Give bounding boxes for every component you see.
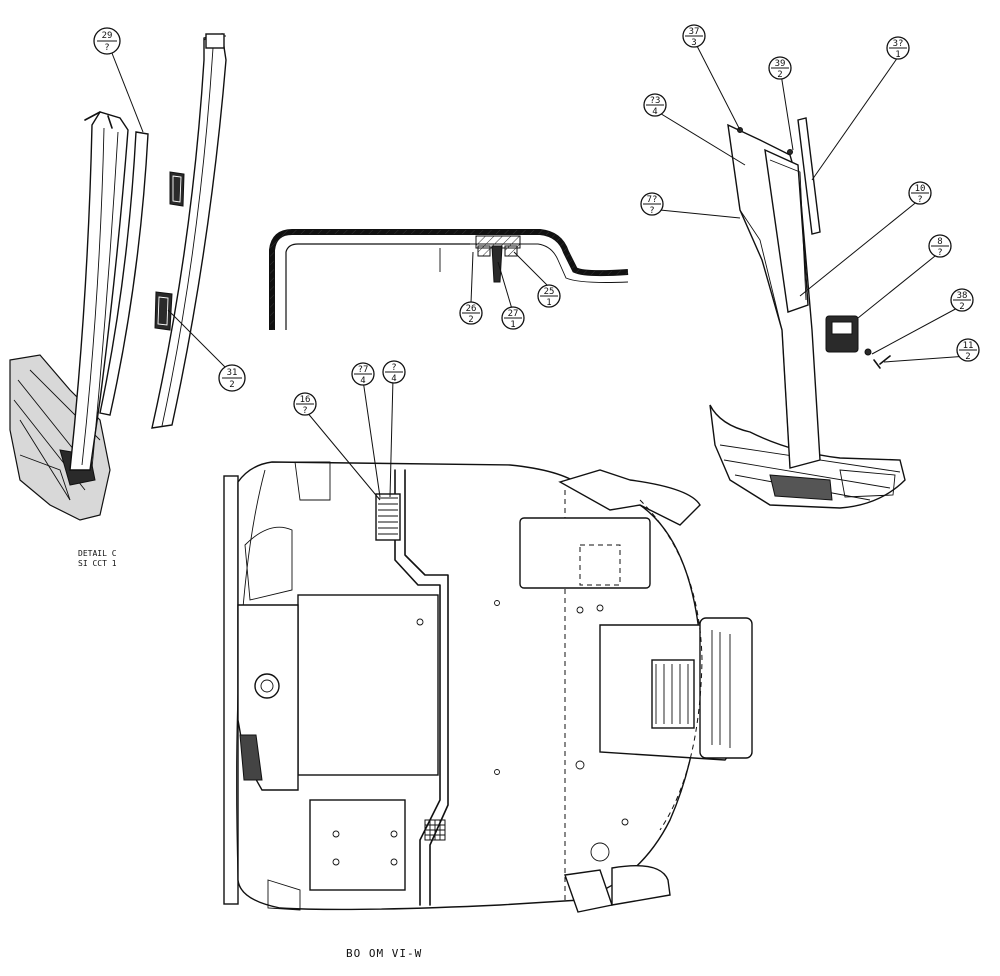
- bottom-view: [223, 461, 753, 913]
- svg-text:10: 10: [915, 184, 926, 194]
- balloon: 16?: [293, 392, 317, 416]
- svg-text:27: 27: [508, 309, 519, 319]
- svg-text:3: 3: [691, 38, 696, 48]
- svg-text:29: 29: [102, 31, 113, 41]
- svg-text:?7: ?7: [358, 365, 369, 375]
- svg-text:?3: ?3: [650, 96, 661, 106]
- balloon: 271: [501, 306, 525, 330]
- balloon: 7??: [640, 192, 664, 216]
- svg-text:?: ?: [391, 363, 396, 373]
- balloon: ?34: [643, 93, 667, 117]
- svg-text:2: 2: [959, 302, 964, 312]
- balloon: 262: [459, 301, 483, 325]
- svg-text:8: 8: [937, 237, 942, 247]
- svg-text:2: 2: [229, 380, 234, 390]
- svg-text:1: 1: [510, 320, 515, 330]
- svg-text:39: 39: [775, 59, 786, 69]
- section-view: [269, 229, 629, 330]
- balloon: 8?: [928, 234, 952, 258]
- svg-text:2: 2: [777, 70, 782, 80]
- svg-text:26: 26: [466, 304, 477, 314]
- balloon: ?4: [382, 360, 406, 384]
- svg-text:25: 25: [544, 287, 555, 297]
- balloon: 312: [218, 364, 246, 392]
- balloon: 373: [682, 24, 706, 48]
- svg-text:2: 2: [468, 315, 473, 325]
- balloon: 29?: [93, 27, 121, 55]
- svg-text:1: 1: [895, 50, 900, 60]
- svg-text:7?: 7?: [647, 195, 658, 205]
- svg-text:?: ?: [649, 206, 654, 216]
- svg-text:4: 4: [391, 374, 396, 384]
- svg-text:?: ?: [917, 195, 922, 205]
- svg-text:?: ?: [104, 43, 109, 53]
- leader-lines: [107, 42, 969, 501]
- svg-text:4: 4: [652, 107, 657, 117]
- balloon: ?74: [351, 362, 375, 386]
- balloon: 251: [537, 284, 561, 308]
- svg-text:38: 38: [957, 291, 968, 301]
- detail-sheet-label: SI CCT 1: [78, 559, 117, 568]
- view-title: BO OM VI-W: [346, 947, 422, 960]
- svg-text:?: ?: [937, 248, 942, 258]
- left-trim-assembly: [9, 33, 227, 521]
- svg-text:4: 4: [360, 376, 365, 386]
- svg-text:3?: 3?: [893, 39, 904, 49]
- svg-text:37: 37: [689, 27, 700, 37]
- svg-text:16: 16: [300, 395, 311, 405]
- detail-label: DETAIL C: [78, 549, 117, 558]
- svg-text:?: ?: [302, 406, 307, 416]
- svg-text:2: 2: [965, 352, 970, 362]
- pillar-assembly: [709, 117, 906, 509]
- balloon: 112: [956, 338, 980, 362]
- svg-text:31: 31: [227, 368, 238, 378]
- balloon: 392: [768, 56, 792, 80]
- balloon: 382: [950, 288, 974, 312]
- balloon: 3?1: [886, 36, 910, 60]
- balloon: 10?: [908, 181, 932, 205]
- svg-text:1: 1: [546, 298, 551, 308]
- svg-text:11: 11: [963, 341, 974, 351]
